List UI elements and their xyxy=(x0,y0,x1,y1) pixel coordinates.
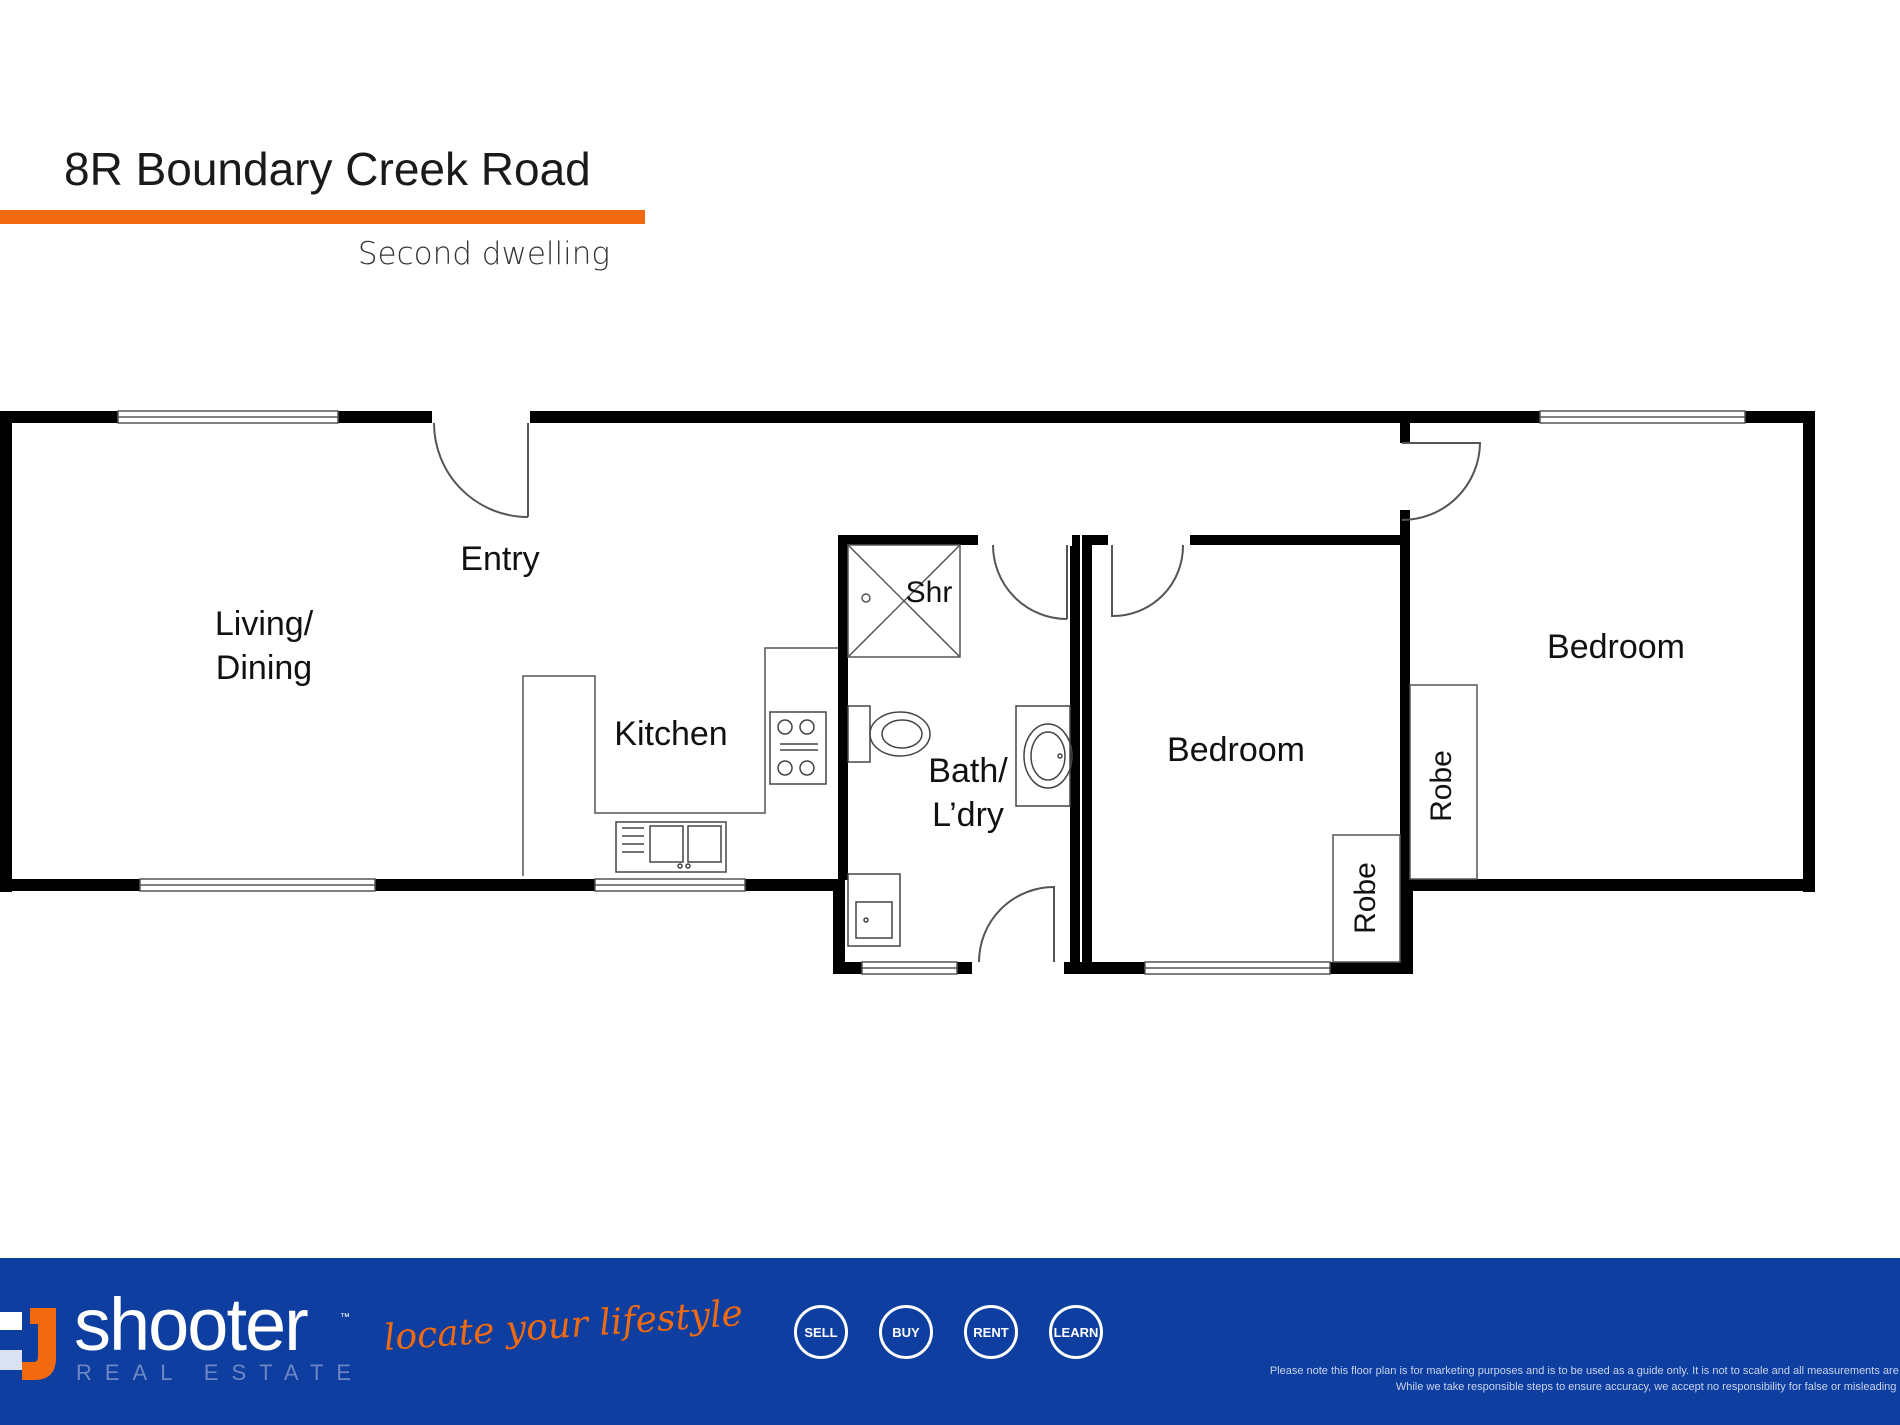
title-underline xyxy=(0,210,645,224)
wall-bath-right xyxy=(1070,535,1080,965)
room-label-robe-right: Robe xyxy=(1425,750,1458,822)
disclaimer-line-2: While we take responsible steps to ensur… xyxy=(1395,1381,1900,1393)
wall-bed-top-b xyxy=(1188,535,1410,545)
wall-bath-left xyxy=(838,535,848,880)
disclaimer-line-1: Please note this floor plan is for marke… xyxy=(1269,1365,1900,1377)
wall-bath-top-a xyxy=(838,535,993,545)
page-subtitle: Second dwelling xyxy=(357,236,610,272)
wall-stub xyxy=(1400,423,1410,443)
room-label-laundry: L’dry xyxy=(932,796,1004,834)
wall-stub-2 xyxy=(1400,510,1410,540)
sink-icon xyxy=(615,821,727,873)
room-label-robe-center: Robe xyxy=(1349,862,1382,934)
robe-outline xyxy=(1332,684,1478,963)
brand-trademark: ™ xyxy=(340,1312,350,1323)
room-label-kitchen: Kitchen xyxy=(614,715,727,753)
kitchen-counter xyxy=(522,647,838,876)
logo-mark-icon xyxy=(0,1308,56,1380)
wall-right xyxy=(1803,411,1815,892)
rent-button[interactable]: RENT xyxy=(964,1305,1018,1359)
room-label-bath: Bath/ xyxy=(928,752,1008,790)
brand-name: shooter xyxy=(74,1283,309,1366)
wall-left xyxy=(0,411,12,892)
room-label-bedroom-center: Bedroom xyxy=(1167,731,1305,769)
room-label-living: Living/ xyxy=(215,605,314,643)
floor-plan: Entry Living/ Dining Kitchen Shr Bath/ L… xyxy=(0,410,1815,976)
buy-button[interactable]: BUY xyxy=(879,1305,933,1359)
laundry-tub-icon xyxy=(847,873,901,947)
footer-bar xyxy=(0,1258,1900,1425)
toilet-icon xyxy=(847,705,931,763)
wall-bed-right xyxy=(1400,535,1410,965)
room-label-bedroom-right: Bedroom xyxy=(1547,628,1685,666)
basin-icon xyxy=(1015,705,1073,807)
wall-protrusion-left xyxy=(833,879,845,974)
brand-subtitle: REAL ESTATE xyxy=(76,1360,365,1385)
room-label-dining: Dining xyxy=(216,649,312,687)
wall-bed-top-a xyxy=(1082,535,1110,545)
shower-icon xyxy=(847,544,961,658)
learn-button[interactable]: LEARN xyxy=(1049,1305,1103,1359)
room-label-entry: Entry xyxy=(460,540,539,578)
disclaimer: Please note this floor plan is for marke… xyxy=(1170,1363,1900,1395)
room-label-shower: Shr xyxy=(906,576,953,609)
door-swing-icon xyxy=(433,422,1482,963)
window-icon xyxy=(117,410,1746,975)
wall-bed-left xyxy=(1082,535,1092,965)
sell-button[interactable]: SELL xyxy=(794,1305,848,1359)
cooktop-icon xyxy=(769,711,827,785)
page-title: 8R Boundary Creek Road xyxy=(64,143,591,195)
wall-bottom-right xyxy=(1405,879,1815,891)
